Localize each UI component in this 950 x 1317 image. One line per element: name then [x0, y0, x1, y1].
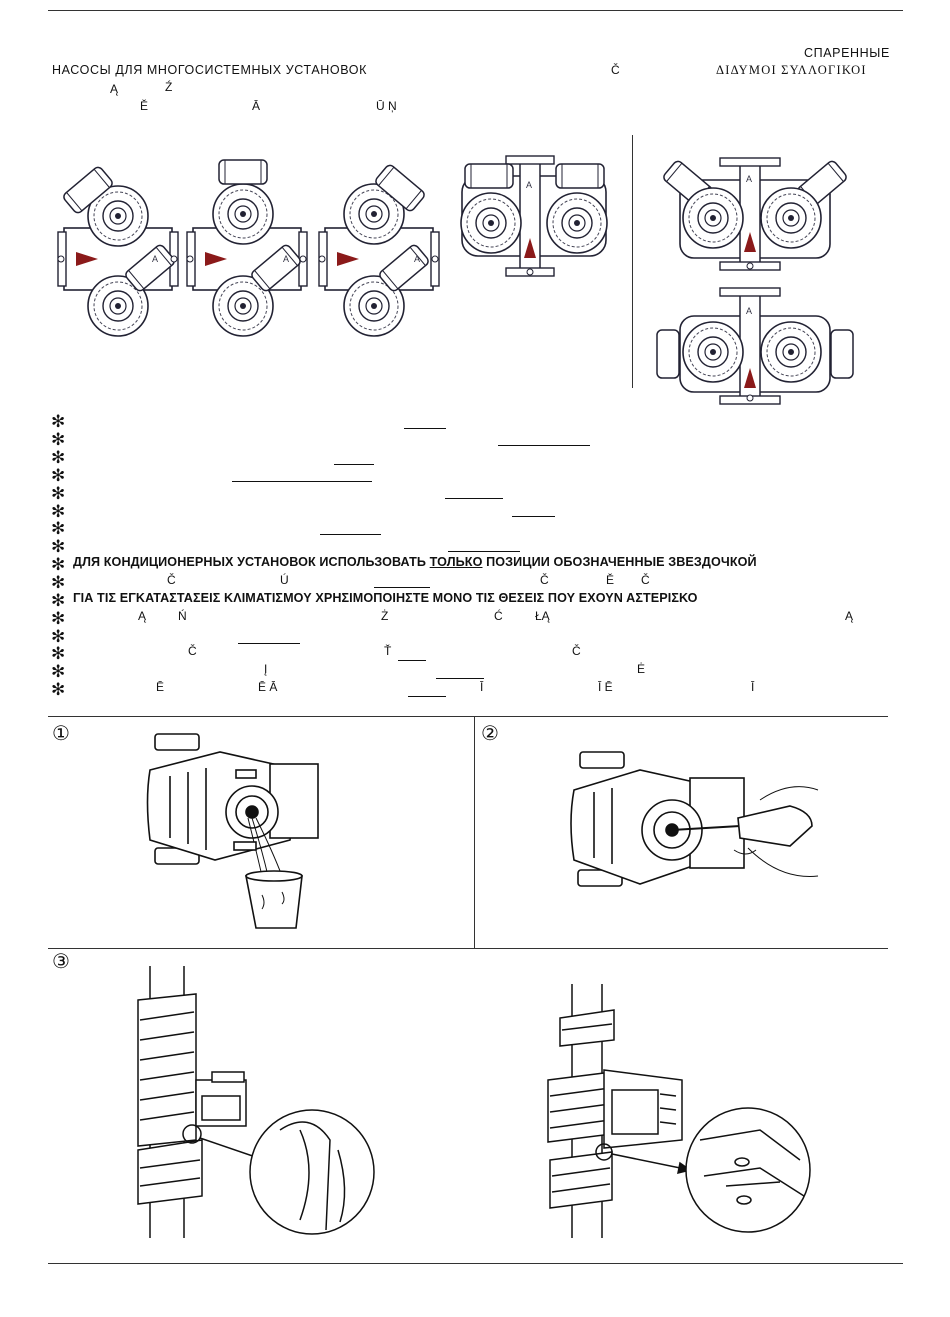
note-star: ✻: [51, 573, 66, 592]
note-star: ✻: [51, 644, 66, 663]
note-glyph: Ń: [178, 609, 187, 623]
note-underline: [512, 516, 555, 517]
note-star: ✻: [51, 662, 66, 681]
page-title: НАСОСЫ ДЛЯ МНОГОСИСТЕМНЫХ УСТАНОВОК: [52, 63, 367, 77]
note-underline: [408, 696, 446, 697]
note-glyph: Ć: [494, 609, 503, 623]
note-russian-aircon: ДЛЯ КОНДИЦИОНЕРНЫХ УСТАНОВОК ИСПОЛЬЗОВАТ…: [73, 555, 757, 569]
note-star: ✻: [51, 502, 66, 521]
note-underline: [498, 445, 590, 446]
svg-text:A: A: [746, 306, 752, 316]
panel-divider: [474, 716, 475, 948]
step-number-1: ①: [52, 723, 70, 745]
note-star: ✻: [51, 591, 66, 610]
note-star: ✻: [51, 412, 66, 431]
layout-figure-3: [318, 162, 440, 337]
note-russian-only: ТОЛЬКО: [429, 555, 483, 569]
note-star: ✻: [51, 609, 66, 628]
header-glyph: Ě: [140, 99, 149, 113]
svg-text:A: A: [526, 180, 532, 190]
greek-title: ΔΙΔΥΜΟΙ ΣΥΛΛΟΓΙΚΟΙ: [716, 63, 867, 77]
note-star: ✻: [51, 430, 66, 449]
note-glyph: Į: [264, 662, 268, 676]
layout-figure-4: [460, 155, 608, 277]
note-glyph: Ż: [381, 609, 389, 623]
note-glyph: Č: [188, 644, 197, 658]
note-glyph: Č: [540, 573, 549, 587]
svg-text:A: A: [152, 254, 158, 264]
note-star: ✻: [51, 537, 66, 556]
layout-figure-5: [661, 157, 849, 271]
header-glyph: Ū Ņ: [376, 99, 397, 113]
note-underline: [232, 481, 372, 482]
note-glyph: Č: [641, 573, 650, 587]
note-underline: [404, 428, 446, 429]
note-greek-aircon: ΓΙΑ ΤΙΣ ΕΓΚΑΤΑΣΤΑΣΕΙΣ ΚΛΙΜΑΤΙΣΜΟΥ ΧΡΗΣΙΜ…: [73, 591, 698, 605]
panel-rule-middle: [48, 948, 888, 949]
note-star: ✻: [51, 555, 66, 574]
note-star: ✻: [51, 627, 66, 646]
layout-figure-2: [186, 159, 308, 337]
note-glyph: ŁĄ: [535, 609, 550, 623]
step-number-3: ③: [52, 951, 70, 973]
svg-text:A: A: [283, 254, 289, 264]
note-underline: [334, 464, 374, 465]
note-underline: [445, 498, 503, 499]
header-glyph: Ā: [252, 99, 261, 113]
svg-text:A: A: [746, 174, 752, 184]
note-glyph: Ī: [751, 680, 755, 694]
note-underline: [374, 587, 430, 588]
note-glyph: Ť: [384, 644, 392, 658]
note-glyph: Ē: [156, 680, 165, 694]
diagram-divider: [632, 135, 633, 388]
step-number-2: ②: [481, 723, 499, 745]
note-glyph: Ī: [480, 680, 484, 694]
bottom-rule: [48, 1263, 903, 1264]
note-glyph: Ě: [606, 573, 615, 587]
note-glyph: Ī Ē: [598, 680, 613, 694]
note-russian-text: ДЛЯ КОНДИЦИОНЕРНЫХ УСТАНОВОК ИСПОЛЬЗОВАТ…: [73, 555, 427, 569]
note-glyph: Č: [167, 573, 176, 587]
title-glyph: Č: [611, 63, 620, 77]
note-russian-rest: ПОЗИЦИИ ОБОЗНАЧЕННЫЕ ЗВЕЗДОЧКОЙ: [486, 555, 757, 569]
layout-figure-6: [656, 287, 854, 405]
note-glyph: Ą: [845, 609, 854, 623]
note-underline: [448, 551, 520, 552]
title-top-right: СПАРЕННЫЕ: [804, 46, 890, 60]
layout-figure-1: [57, 164, 179, 337]
note-star: ✻: [51, 466, 66, 485]
note-star: ✻: [51, 680, 66, 699]
note-glyph: Č: [572, 644, 581, 658]
note-glyph: Ą: [138, 609, 147, 623]
note-star: ✻: [51, 448, 66, 467]
note-underline: [436, 678, 484, 679]
note-glyph: Ē Ā: [258, 680, 278, 694]
note-glyph: Ė: [637, 662, 646, 676]
note-underline: [320, 534, 381, 535]
note-glyph: Ú: [280, 573, 289, 587]
svg-text:A: A: [414, 254, 420, 264]
header-glyph: Ą: [110, 82, 119, 96]
header-glyph: Ź: [165, 80, 173, 94]
top-rule: [48, 10, 903, 11]
note-star: ✻: [51, 519, 66, 538]
note-star: ✻: [51, 484, 66, 503]
note-underline: [238, 643, 300, 644]
panel-rule-top: [48, 716, 888, 717]
note-underline: [398, 660, 426, 661]
